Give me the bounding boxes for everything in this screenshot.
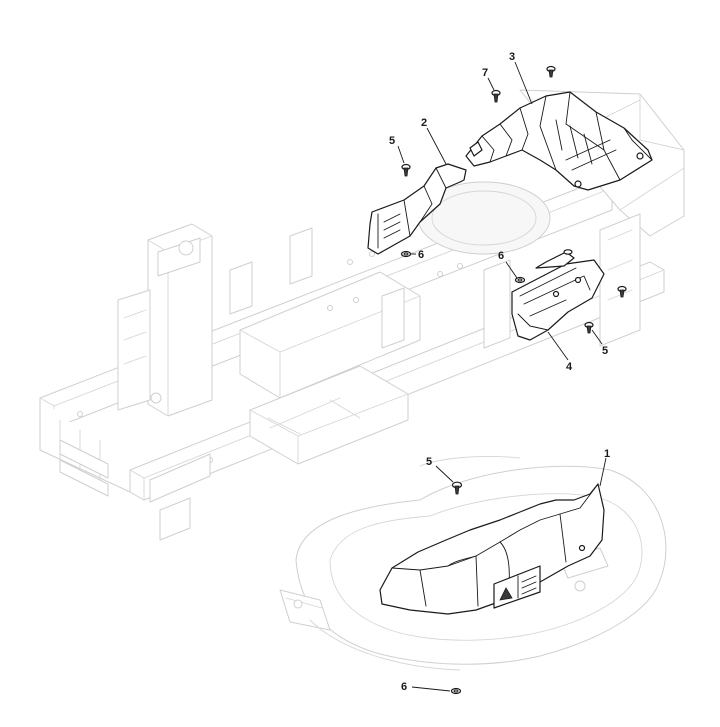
callout-6-left: 6 <box>418 249 424 261</box>
clip-icon <box>400 250 412 258</box>
callout-5-right: 5 <box>602 345 608 357</box>
screw-icon <box>584 321 594 334</box>
screw-icon <box>617 285 627 298</box>
part-2-left-shield <box>367 163 467 255</box>
callout-6-right: 6 <box>498 250 504 262</box>
screw-icon <box>451 481 463 495</box>
clip-icon <box>514 276 526 284</box>
part-3-front-shield <box>465 91 653 191</box>
callout-1: 1 <box>604 448 610 460</box>
clip-icon <box>450 687 462 695</box>
callout-labels: 1 2 3 4 5 5 5 6 6 6 7 <box>389 51 610 693</box>
clip-icon <box>563 249 573 255</box>
callout-5-deck: 5 <box>426 456 432 468</box>
callout-4: 4 <box>566 361 573 373</box>
callout-3: 3 <box>509 51 515 63</box>
leader-lines <box>397 61 607 692</box>
screw-icon <box>401 163 411 177</box>
callout-2: 2 <box>421 117 427 129</box>
callout-7: 7 <box>482 67 488 79</box>
part-4-right-shield <box>511 251 605 341</box>
screw-icon <box>491 89 501 103</box>
screw-icon <box>546 65 556 78</box>
fasteners <box>400 65 627 695</box>
callout-5-upper: 5 <box>389 135 395 147</box>
callout-6-bottom: 6 <box>401 681 407 693</box>
part-1-deck-cover <box>379 483 605 615</box>
